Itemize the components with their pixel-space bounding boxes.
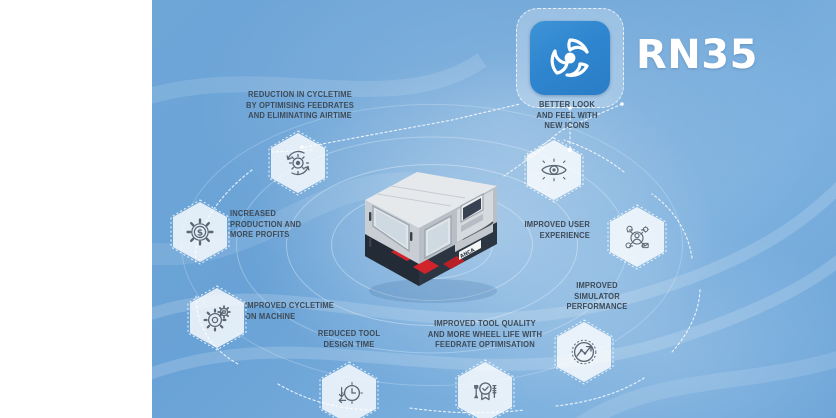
feature-icon-reduced-tool-design-time bbox=[319, 361, 379, 418]
svg-text:$: $ bbox=[197, 229, 203, 239]
logo-tile bbox=[530, 21, 610, 95]
hex-dash-border bbox=[523, 136, 585, 204]
blue-panel: RN35 bbox=[152, 0, 836, 418]
dollar-coin-gear-icon: $ bbox=[173, 202, 227, 262]
gears-icon bbox=[190, 288, 244, 348]
feature-icon-improved-user-experience bbox=[607, 204, 667, 270]
feature-icon-reduction-in-cycletime bbox=[268, 130, 328, 196]
hex-dash-border bbox=[553, 318, 615, 386]
hex-dash-border bbox=[186, 284, 248, 352]
feature-label-improved-cycletime-on-machine: IMPROVED CYCLETIME ON MACHINE bbox=[245, 300, 334, 321]
feature-label-improved-simulator-performance: IMPROVED SIMULATOR PERFORMANCE bbox=[566, 280, 628, 312]
hex-dash-border bbox=[606, 203, 668, 271]
gear-cycle-arrows-icon bbox=[271, 133, 325, 193]
cnc-machine-illustration: ANCA bbox=[347, 160, 517, 305]
feature-icon-improved-tool-quality bbox=[455, 359, 515, 418]
page-title: RN35 bbox=[636, 32, 758, 78]
feature-label-increased-production: INCREASED PRODUCTION AND MORE PROFITS bbox=[230, 208, 302, 240]
pinwheel-aperture-logo-icon bbox=[550, 38, 589, 78]
feature-label-improved-tool-quality: IMPROVED TOOL QUALITY AND MORE WHEEL LIF… bbox=[427, 318, 543, 350]
feature-label-better-look-and-feel: BETTER LOOK AND FEEL WITH NEW ICONS bbox=[536, 99, 598, 131]
performance-gauge-arrow-icon bbox=[557, 322, 611, 382]
clock-arrows-icon bbox=[322, 364, 376, 418]
feature-icon-increased-production: $ bbox=[170, 199, 230, 265]
feature-icon-better-look-and-feel bbox=[524, 137, 584, 203]
feature-label-reduced-tool-design-time: REDUCED TOOL DESIGN TIME bbox=[317, 328, 381, 349]
feature-label-improved-user-experience: IMPROVED USER EXPERIENCE bbox=[524, 219, 590, 240]
feature-label-reduction-in-cycletime: REDUCTION IN CYCLETIME BY OPTIMISING FEE… bbox=[246, 89, 354, 121]
quality-check-badge-icon bbox=[458, 362, 512, 418]
eye-icon bbox=[527, 140, 581, 200]
product-logo bbox=[516, 8, 624, 108]
feature-icon-improved-simulator-performance bbox=[554, 319, 614, 385]
hex-dash-border bbox=[169, 198, 231, 266]
hex-plate bbox=[173, 202, 227, 262]
hex-dash-border bbox=[267, 129, 329, 197]
user-experience-network-icon bbox=[610, 207, 664, 267]
feature-icon-improved-cycletime-on-machine bbox=[187, 285, 247, 351]
hex-plate bbox=[610, 207, 664, 267]
